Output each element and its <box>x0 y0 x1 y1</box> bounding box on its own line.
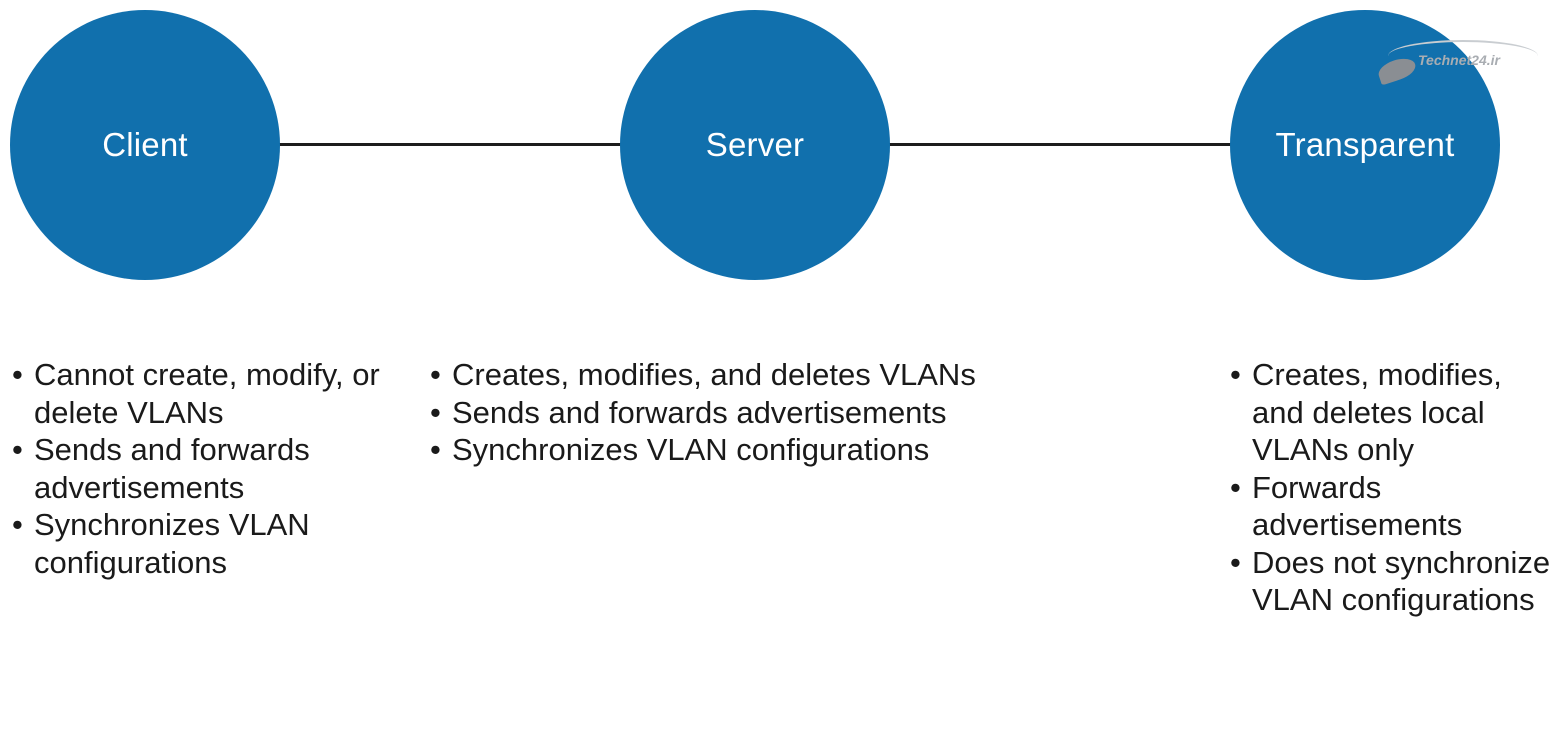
server-label: Server <box>705 126 805 163</box>
list-item: Forwards advertisements <box>1228 469 1558 544</box>
list-item: Sends and forwards advertisements <box>10 431 380 506</box>
transparent-label: Transparent <box>1275 126 1455 163</box>
connector-server-transparent <box>870 143 1240 146</box>
watermark-swoosh <box>1388 40 1538 72</box>
connector-client-server <box>270 143 640 146</box>
list-item: Sends and forwards advertisements <box>428 394 1128 432</box>
list-item: Synchronizes VLAN configurations <box>10 506 380 581</box>
watermark-logo: Technet24.ir <box>1375 40 1558 86</box>
list-item: Synchronizes VLAN configurations <box>428 431 1128 469</box>
list-item: Creates, modifies, and deletes VLANs <box>428 356 1128 394</box>
server-node: Server <box>620 10 890 280</box>
server-bullets: Creates, modifies, and deletes VLANs Sen… <box>428 356 1128 469</box>
watermark-text: Technet24.ir <box>1418 52 1500 68</box>
client-bullets: Cannot create, modify, or delete VLANs S… <box>10 356 380 581</box>
client-node: Client <box>10 10 280 280</box>
client-label: Client <box>102 126 188 163</box>
transparent-bullets: Creates, modifies, and deletes local VLA… <box>1228 356 1558 619</box>
list-item: Does not synchronize VLAN configurations <box>1228 544 1558 619</box>
list-item: Cannot create, modify, or delete VLANs <box>10 356 380 431</box>
list-item: Creates, modifies, and deletes local VLA… <box>1228 356 1558 469</box>
